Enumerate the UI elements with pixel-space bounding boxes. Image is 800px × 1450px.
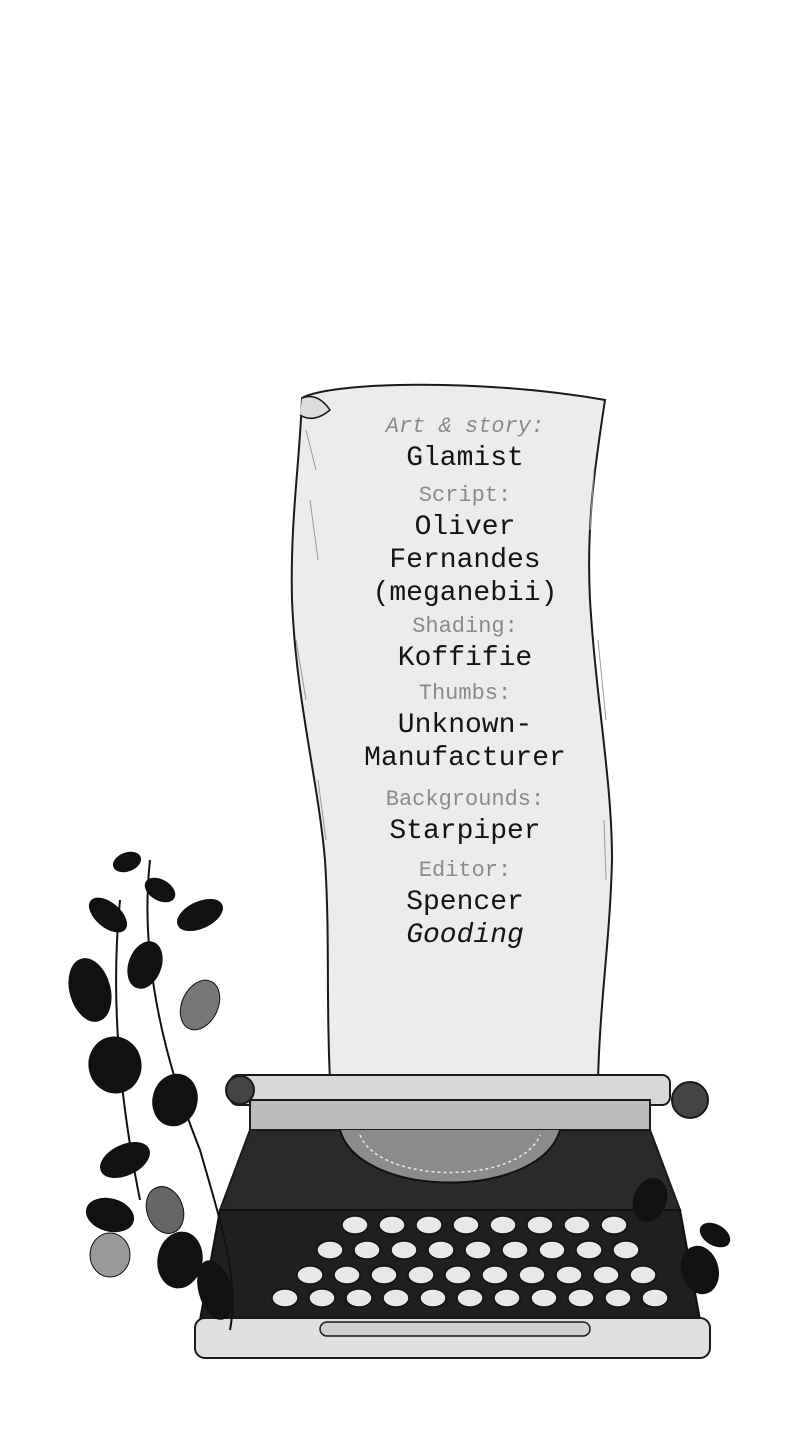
typewriter-key [612, 1240, 640, 1260]
typewriter-key [592, 1265, 620, 1285]
typewriter-key [370, 1265, 398, 1285]
typewriter-key [345, 1288, 373, 1308]
typewriter-key [481, 1265, 509, 1285]
typewriter-key [308, 1288, 336, 1308]
typewriter-key [427, 1240, 455, 1260]
credit-shading: Shading: Koffifie [300, 612, 630, 675]
typewriter-key [456, 1288, 484, 1308]
typewriter-key [604, 1288, 632, 1308]
credit-name: Gooding [406, 920, 524, 951]
credit-thumbs: Thumbs: Unknown- Manufacturer [300, 679, 630, 775]
typewriter-key [600, 1215, 628, 1235]
credit-name: Fernandes [389, 545, 541, 576]
credit-name: Spencer [406, 887, 524, 918]
credit-name: Oliver [414, 512, 516, 543]
typewriter-key [563, 1215, 591, 1235]
typewriter-key [341, 1215, 369, 1235]
credit-role: Script: [418, 483, 512, 508]
typewriter-key [641, 1288, 669, 1308]
typewriter-key [526, 1215, 554, 1235]
credit-art-story: Art & story: Glamist [300, 412, 630, 475]
typewriter-icon [194, 1074, 711, 1359]
typewriter-key [316, 1240, 344, 1260]
typewriter-key [501, 1240, 529, 1260]
typewriter-key [464, 1240, 492, 1260]
typewriter-key [575, 1240, 603, 1260]
credit-role: Thumbs: [418, 681, 512, 706]
credit-role: Art & story: [385, 414, 545, 439]
typewriter-key [444, 1265, 472, 1285]
credit-name: (meganebii) [372, 578, 558, 609]
typewriter-key [382, 1288, 410, 1308]
typewriter-key [390, 1240, 418, 1260]
credit-name: Glamist [406, 443, 524, 474]
typewriter-key [296, 1265, 324, 1285]
typewriter-key [518, 1265, 546, 1285]
typewriter-key [489, 1215, 517, 1235]
credits-list: Art & story: Glamist Script: Oliver Fern… [300, 412, 630, 952]
typewriter-key [407, 1265, 435, 1285]
typewriter-key [629, 1265, 657, 1285]
typewriter-key [555, 1265, 583, 1285]
typewriter-key [538, 1240, 566, 1260]
typewriter-key [333, 1265, 361, 1285]
credit-role: Backgrounds: [385, 787, 545, 812]
typewriter-key [415, 1215, 443, 1235]
paper-scroll-icon [290, 383, 614, 1081]
typewriter-key [452, 1215, 480, 1235]
credit-name: Starpiper [389, 816, 541, 847]
typewriter-key [567, 1288, 595, 1308]
typewriter-key [419, 1288, 447, 1308]
typewriter-key [353, 1240, 381, 1260]
credit-backgrounds: Backgrounds: Starpiper [300, 785, 630, 848]
typewriter-key [493, 1288, 521, 1308]
leaf-vine-icon [68, 851, 731, 1331]
typewriter-key [378, 1215, 406, 1235]
typewriter-key [530, 1288, 558, 1308]
typewriter-key [271, 1288, 299, 1308]
credit-role: Shading: [412, 614, 518, 639]
credit-name: Manufacturer [364, 743, 566, 774]
credit-editor: Editor: Spencer Gooding [300, 856, 630, 952]
credit-name: Koffifie [397, 643, 533, 674]
credit-role: Editor: [418, 858, 512, 883]
credit-name: Unknown- [397, 710, 533, 741]
credit-script: Script: Oliver Fernandes (meganebii) [300, 481, 630, 610]
